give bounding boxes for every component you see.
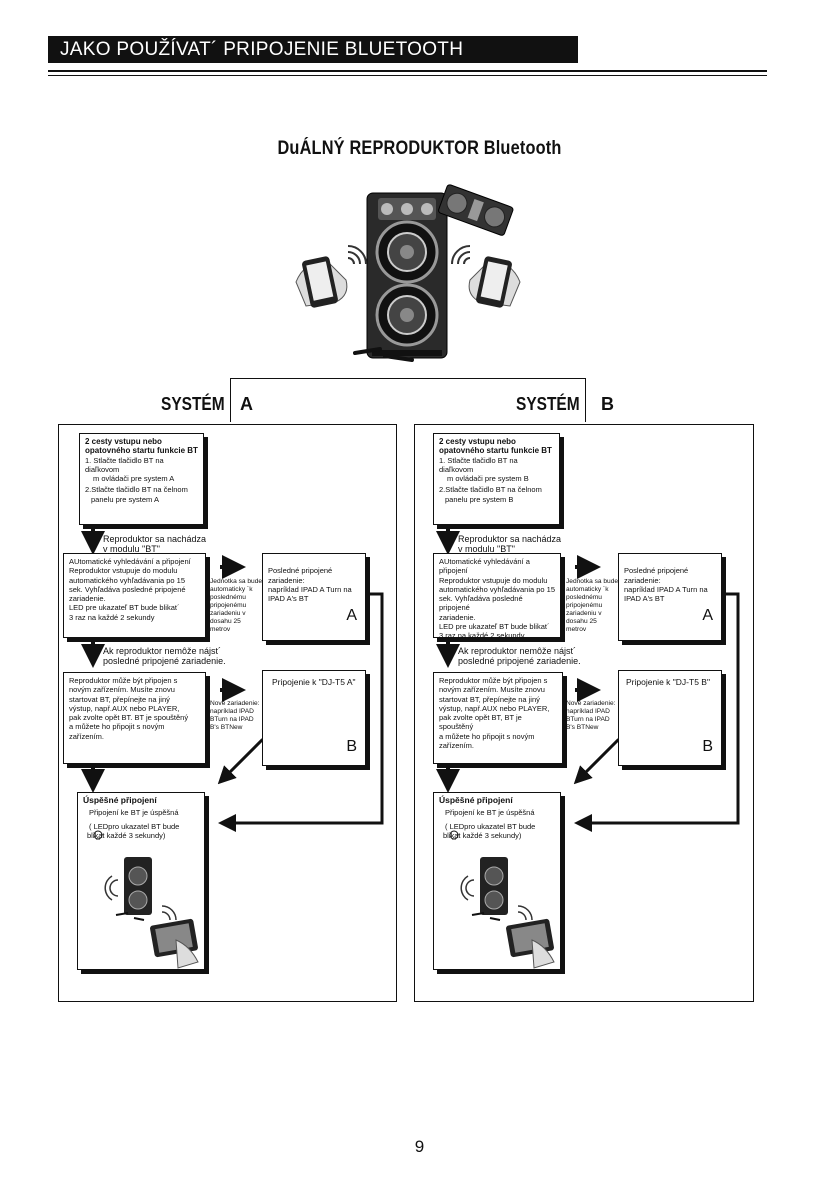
lightbulb-icon <box>94 831 458 839</box>
tablet-in-hand-image-a <box>150 918 199 968</box>
speaker-small-image-a <box>116 857 152 920</box>
speaker-small-image-b <box>472 857 508 920</box>
tablet-in-hand-image-b <box>506 918 555 968</box>
page-number: 9 <box>0 1137 839 1157</box>
